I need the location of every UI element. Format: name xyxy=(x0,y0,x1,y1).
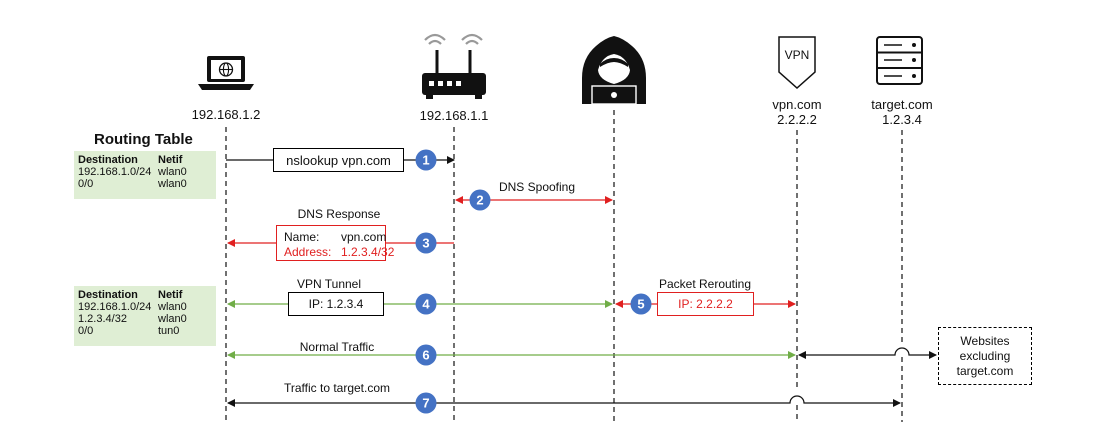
vpn-ip-label: 2.2.2.2 xyxy=(777,112,817,127)
hacker-icon xyxy=(582,36,646,105)
step-5-badge: 5 xyxy=(630,293,652,315)
router-icon xyxy=(422,33,486,99)
dns-address-value: 1.2.3.4/32 xyxy=(341,245,395,259)
rerouting-ip-box: IP: 2.2.2.2 xyxy=(657,292,754,316)
dns-response-box: Name: vpn.com Address: 1.2.3.4/32 xyxy=(276,225,394,261)
nslookup-box: nslookup vpn.com xyxy=(273,148,404,172)
target-name-label: target.com xyxy=(871,97,933,112)
table-row: 192.168.1.0/24 wlan0 xyxy=(78,301,187,313)
laptop-ip-label: 192.168.1.2 xyxy=(191,107,261,122)
dns-name-key: Name: xyxy=(284,230,320,244)
routing-table-title: Routing Table xyxy=(94,131,193,148)
target-traffic-label: Traffic to target.com xyxy=(283,381,391,395)
step-4-badge: 4 xyxy=(415,293,437,315)
step-2-badge: 2 xyxy=(469,189,491,211)
table-row: 0/0 tun0 xyxy=(78,325,180,337)
router-ip-label: 192.168.1.1 xyxy=(419,108,489,123)
step6-ext-arrow xyxy=(798,347,937,359)
vpn-tunnel-label: VPN Tunnel xyxy=(296,277,362,291)
vpn-shield-icon xyxy=(778,36,816,90)
step-7-badge: 7 xyxy=(415,392,437,414)
step7-arrow xyxy=(227,395,901,407)
table-header: Destination Netif xyxy=(78,289,183,301)
step-6-badge: 6 xyxy=(415,344,437,366)
dns-address-key: Address: xyxy=(284,245,332,259)
routing-table-after: Destination Netif 192.168.1.0/24 wlan0 1… xyxy=(74,286,216,346)
step-1-badge: 1 xyxy=(415,149,437,171)
table-row: 192.168.1.0/24 wlan0 xyxy=(78,166,187,178)
vpn-name-label: vpn.com xyxy=(772,97,822,112)
laptop-icon xyxy=(198,56,254,90)
step-3-badge: 3 xyxy=(415,232,437,254)
dns-spoofing-label: DNS Spoofing xyxy=(498,180,576,194)
dns-name-value: vpn.com xyxy=(341,230,387,244)
vpn-tunnel-ip-box: IP: 1.2.3.4 xyxy=(288,292,384,316)
websites-excluding-box: Websites excluding target.com xyxy=(938,327,1032,385)
packet-rerouting-label: Packet Rerouting xyxy=(658,277,752,291)
routing-table-before: Destination Netif 192.168.1.0/24 wlan0 0… xyxy=(74,151,216,199)
vpn-icon-text: VPN xyxy=(784,48,810,62)
dns-response-label: DNS Response xyxy=(297,207,381,221)
normal-traffic-label: Normal Traffic xyxy=(299,340,375,354)
server-icon xyxy=(876,36,923,85)
table-row: 1.2.3.4/32 wlan0 xyxy=(78,313,187,325)
target-ip-label: 1.2.3.4 xyxy=(882,112,922,127)
table-header: Destination Netif xyxy=(78,154,183,166)
table-row: 0/0 wlan0 xyxy=(78,178,187,190)
